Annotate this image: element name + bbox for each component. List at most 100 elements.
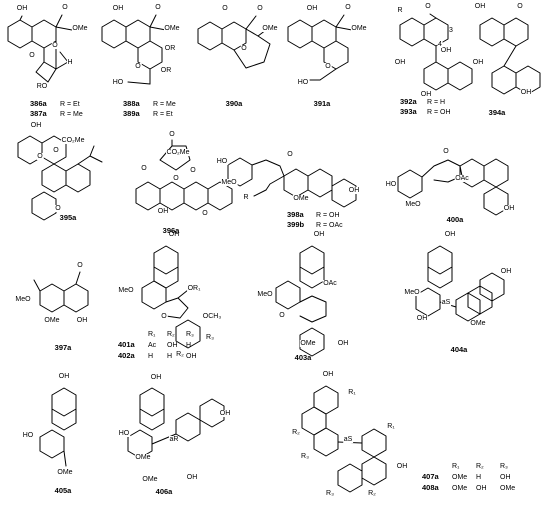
compound-label-392a: 392a (400, 97, 418, 106)
compound-label-408a: 408a (422, 483, 440, 492)
atom-label: OH (521, 89, 532, 96)
atom-label: OCH₃ (203, 313, 222, 320)
table-401-cell: H (148, 353, 153, 360)
table-401-cell: OH (186, 353, 197, 360)
atom-label: OH (307, 5, 318, 12)
compound-substituent-389a: R = Et (153, 111, 173, 118)
table-407-cell: OMe (452, 485, 467, 492)
atom-label: aR (170, 436, 179, 443)
atom-label: aS (344, 436, 353, 443)
atom-label: OR (161, 67, 172, 74)
compound-label-400a: 400a (447, 215, 465, 224)
compound-substituent-393a: R = OH (427, 109, 451, 116)
table-407-cell: H (476, 474, 481, 481)
atom-label: OMe (293, 195, 308, 202)
atom-label: MeO (15, 296, 31, 303)
atom-label: O (161, 313, 167, 320)
atom-label: HO (113, 79, 124, 86)
atom-label: OH (441, 47, 452, 54)
compound-label-404a: 404a (451, 345, 469, 354)
atom-label: OAc (455, 175, 469, 182)
compound-substituent-398a: R = OH (316, 212, 340, 219)
bond-skeleton (7, 13, 541, 493)
atom-label: OH (169, 231, 180, 238)
atom-label: OR₁ (188, 285, 202, 292)
table-407-cell: OH (500, 474, 511, 481)
table-407-header: R₁ (452, 463, 460, 470)
atom-label: 3 (449, 27, 453, 34)
atom-label: OH (59, 373, 70, 380)
compound-substituent-392a: R = H (427, 99, 445, 106)
compound-label-403a: 403a (295, 353, 313, 362)
table-407-header: R₃ (500, 463, 508, 470)
atom-label: O (155, 4, 161, 11)
atom-label: R₃ (301, 453, 309, 460)
atom-label: O (55, 205, 61, 212)
atom-label: OH (417, 315, 428, 322)
atom-label: HO (119, 430, 130, 437)
compound-substituent-388a: R = Me (153, 101, 176, 108)
atom-label: OMe (72, 25, 87, 32)
atom-label: O (287, 151, 293, 158)
compound-label-391a: 391a (314, 99, 332, 108)
compound-label-407a: 407a (422, 472, 440, 481)
atom-label: O (517, 3, 523, 10)
atom-label: OH (338, 340, 349, 347)
atom-label: O (37, 153, 43, 160)
atom-label: O (325, 63, 331, 70)
compound-label-406a: 406a (156, 487, 174, 496)
table-401-cell: Ac (148, 342, 157, 349)
table-407-cell: OMe (500, 485, 515, 492)
compound-label-386a: 386a (30, 99, 48, 108)
compound-label-389a: 389a (123, 109, 141, 118)
atom-label: R₃ (326, 490, 334, 497)
atom-label: OAc (323, 280, 337, 287)
atom-label: OMe (57, 469, 72, 476)
atom-label: O (345, 4, 351, 11)
atom-label: OMe (142, 476, 157, 483)
atom-label: O (173, 175, 179, 182)
atom-label: OH (77, 317, 88, 324)
atom-label: R₂ (368, 490, 376, 497)
compound-label-395a: 395a (60, 213, 78, 222)
compound-substituent-399b: R = OAc (316, 222, 343, 229)
compound-label-387a: 387a (30, 109, 48, 118)
compound-label-393a: 393a (400, 107, 418, 116)
atom-label: O (241, 45, 247, 52)
atom-label: H (67, 59, 72, 66)
atom-label: MeO (118, 287, 134, 294)
atom-label: O (52, 42, 58, 49)
atom-label: O (141, 165, 147, 172)
atom-label: MeO (405, 201, 421, 208)
atom-label: OH (504, 205, 515, 212)
atom-label: O (77, 262, 83, 269)
atom-label: OH (17, 5, 28, 12)
atom-label: HO (386, 181, 397, 188)
atom-label: OMe (135, 454, 150, 461)
compound-label-397a: 397a (55, 343, 73, 352)
atom-label: OMe (44, 317, 59, 324)
atom-label: OH (397, 463, 408, 470)
atom-label: O (135, 63, 141, 70)
table-401-header: R₁ (148, 331, 156, 338)
atom-label: HO (23, 432, 34, 439)
atom-label: OH (31, 122, 42, 129)
compound-label-396a: 396a (163, 226, 181, 235)
table-401-cell: OH (167, 342, 178, 349)
atom-label: OH (220, 410, 231, 417)
atom-label: OMe (300, 340, 315, 347)
atom-label: OH (445, 231, 456, 238)
atom-label: OH (323, 371, 334, 378)
atom-label: R (243, 194, 248, 201)
atom-label: OH (501, 268, 512, 275)
table-407-header: R₂ (476, 463, 484, 470)
atom-label: O (169, 131, 175, 138)
atom-label: OH (113, 5, 124, 12)
atom-label: aS (442, 299, 451, 306)
atom-label: O (222, 5, 228, 12)
atom-label: OH (473, 59, 484, 66)
